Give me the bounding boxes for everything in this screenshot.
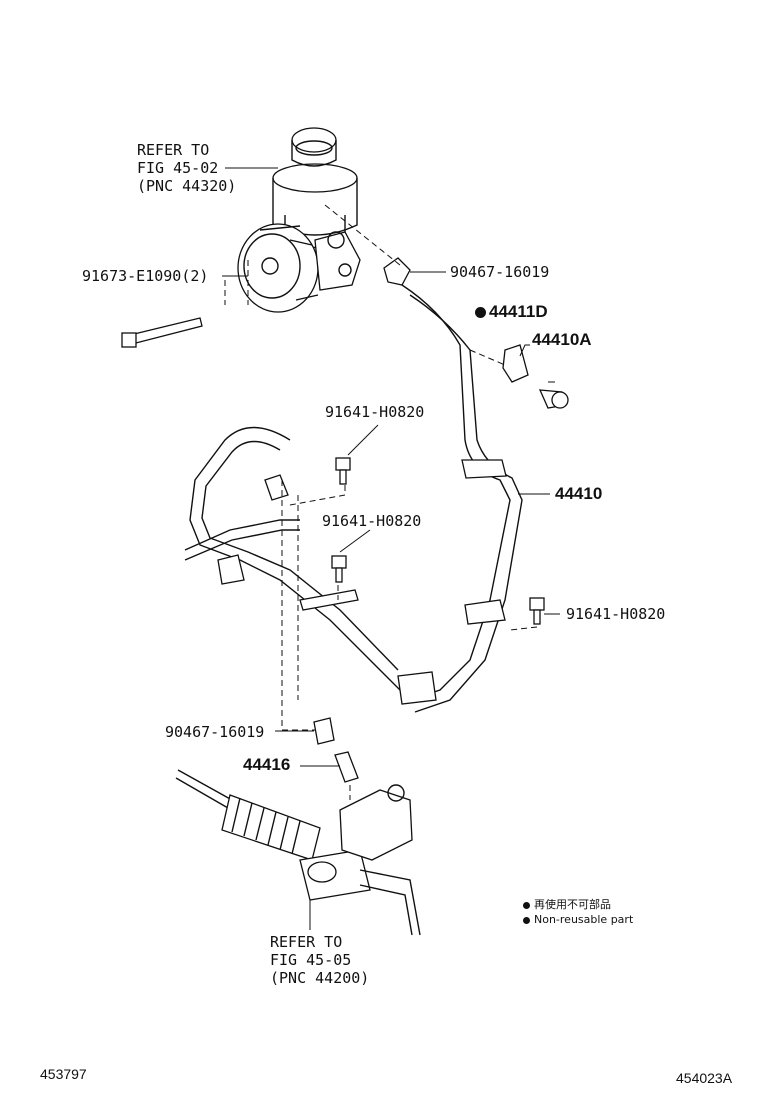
legend-line1: 再使用不可部品 bbox=[523, 896, 611, 912]
refer-top-line2: FIG 45-02 bbox=[137, 159, 219, 177]
bolt-44410a-part bbox=[538, 389, 569, 409]
label-clamp-bottom: 90467-16019 bbox=[165, 723, 265, 741]
bolt-c-part bbox=[529, 597, 545, 625]
return-pipe bbox=[184, 426, 401, 691]
legend-line1-text: 再使用不可部品 bbox=[534, 898, 611, 911]
refer-bot-line1: REFER TO bbox=[270, 933, 343, 951]
refer-top-line3: (PNC 44320) bbox=[137, 177, 237, 195]
steering-rack bbox=[175, 769, 421, 936]
refer-bot-line2: FIG 45-05 bbox=[270, 951, 352, 969]
clamp-44411d-part bbox=[502, 344, 529, 383]
label-bolt-b: 91641-H0820 bbox=[322, 512, 422, 530]
legend-line2-text: Non-reusable part bbox=[534, 913, 634, 926]
legend-dot-icon bbox=[523, 901, 530, 909]
legend-line2: Non-reusable part bbox=[523, 913, 633, 926]
refer-bot-line3: (PNC 44200) bbox=[270, 969, 370, 987]
leader-lines bbox=[222, 167, 560, 930]
label-bolt-a: 91641-H0820 bbox=[325, 403, 425, 421]
label-44410a: 44410A bbox=[532, 330, 592, 349]
label-bolt-pump: 91673-E1090(2) bbox=[82, 267, 209, 285]
label-44411d-text: 44411D bbox=[489, 302, 548, 321]
label-clamp-top: 90467-16019 bbox=[450, 263, 550, 281]
footer-left-code: 453797 bbox=[40, 1066, 87, 1082]
non-reusable-marker-icon bbox=[475, 307, 486, 318]
clamp-bottom-part bbox=[313, 717, 335, 745]
label-44410: 44410 bbox=[555, 484, 603, 503]
hose-44410 bbox=[397, 284, 523, 713]
footer-right-code: 454023A bbox=[676, 1070, 733, 1086]
legend-dot-icon bbox=[523, 916, 530, 924]
union-44416-part bbox=[334, 751, 359, 783]
bolt-a-part bbox=[335, 457, 351, 485]
pump-pulley bbox=[237, 223, 361, 313]
clamp-top-part bbox=[383, 257, 411, 286]
label-44416: 44416 bbox=[243, 755, 291, 774]
label-44411d: 44411D bbox=[475, 302, 548, 322]
refer-top-line1: REFER TO bbox=[137, 141, 210, 159]
label-bolt-c: 91641-H0820 bbox=[566, 605, 666, 623]
bolt-b-part bbox=[331, 555, 347, 583]
pump-bolt bbox=[121, 317, 203, 348]
